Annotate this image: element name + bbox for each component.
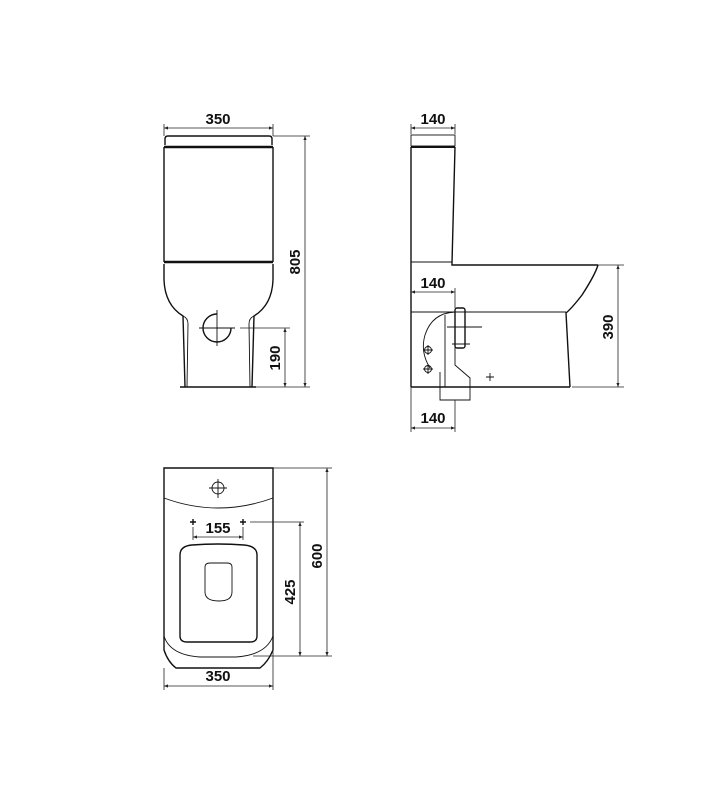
water-inlet-icon — [209, 479, 227, 498]
side-bowl-front — [565, 264, 599, 388]
outlet-bend — [422, 311, 456, 369]
length-label: 600 — [309, 543, 326, 568]
front-bowl-outline — [163, 264, 274, 388]
top-outline — [163, 467, 274, 669]
front-height-label: 805 — [287, 249, 304, 274]
front-view: 350 805 190 — [163, 111, 310, 388]
bolt-to-front-label: 425 — [282, 579, 299, 604]
bolt-holes-icon — [190, 519, 246, 525]
top-front-curve — [163, 635, 274, 658]
top-view: 155 425 600 350 — [163, 467, 332, 690]
front-pedestal-inner — [182, 315, 255, 388]
front-width-label: 350 — [205, 111, 230, 128]
seat-outline — [179, 543, 258, 643]
tank-depth-label: 140 — [420, 111, 445, 128]
front-tank-body — [163, 147, 274, 262]
top-width-label: 350 — [205, 668, 230, 685]
bolt-spacing-label: 155 — [205, 520, 230, 537]
seat-inner-opening — [204, 562, 233, 602]
outlet-depth-label: 140 — [420, 275, 445, 292]
side-view: 140 140 140 390 — [410, 111, 624, 432]
fixing-bolt-icon — [423, 345, 494, 381]
side-tank-body — [410, 146, 598, 266]
top-tank-curve — [163, 497, 274, 509]
outlet-flange — [454, 307, 466, 349]
outlet-axis — [447, 326, 482, 345]
outlet-height-label: 190 — [267, 345, 284, 370]
seat-height-label: 390 — [600, 314, 617, 339]
base-depth-label: 140 — [420, 410, 445, 427]
side-tank-lid — [410, 134, 456, 147]
outlet-crosshair — [199, 310, 235, 346]
outlet-connector — [439, 315, 471, 401]
outlet-circle — [202, 313, 232, 343]
front-tank-lid — [164, 135, 273, 145]
